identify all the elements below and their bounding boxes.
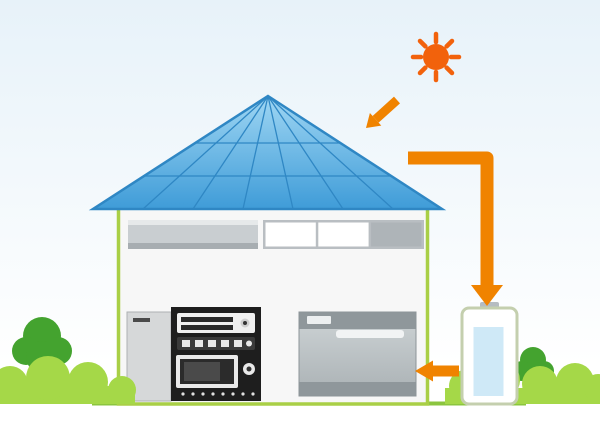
- oven-knob-center: [243, 321, 247, 325]
- oven-display-slot: [181, 317, 233, 322]
- arrow-roof-to-battery-icon: [408, 151, 503, 306]
- vent-shadow: [128, 243, 258, 249]
- roof-shape: [88, 94, 447, 211]
- arrow-head: [366, 113, 382, 128]
- bush-bump: [0, 366, 28, 402]
- dishwasher: [298, 311, 417, 397]
- dishwasher-base: [299, 382, 416, 396]
- oven-button: [221, 340, 229, 347]
- sun-body: [423, 44, 449, 70]
- bush-bump: [26, 356, 70, 400]
- arrow-head: [471, 285, 503, 306]
- oven-button: [208, 340, 216, 347]
- oven-button: [234, 340, 242, 347]
- arrow-head: [415, 360, 433, 382]
- sun-rays: [410, 31, 462, 83]
- microwave-window-inner: [184, 362, 220, 381]
- window-pane: [318, 222, 369, 247]
- oven-button-round: [246, 340, 252, 347]
- dishwasher-outline: [298, 311, 417, 397]
- dishwasher-handle-slot: [336, 330, 404, 338]
- oven-button: [195, 340, 203, 347]
- roof-grid: [142, 95, 394, 210]
- bush-bump: [108, 376, 136, 404]
- arrow-battery-to-house-icon: [415, 360, 459, 382]
- roof-solar-panel: [88, 94, 447, 211]
- oven-button: [182, 340, 190, 347]
- microwave-knob-center: [246, 366, 252, 372]
- window-pane-shaded: [371, 222, 422, 247]
- sun-icon: [410, 31, 462, 83]
- fridge-handle: [133, 318, 150, 322]
- house: [116, 205, 430, 406]
- window-pane: [265, 222, 316, 247]
- vent-unit: [128, 220, 258, 249]
- oven-unit: [171, 307, 261, 401]
- oven-bottom-dots: [181, 392, 255, 396]
- left-bush: [0, 356, 136, 404]
- arrow-shaft: [372, 96, 401, 123]
- dishwasher-control-chip: [307, 316, 331, 324]
- vent-highlight: [128, 220, 258, 225]
- storage-battery: [460, 302, 519, 406]
- oven-display-slot: [181, 325, 233, 330]
- arrow-shaft: [408, 151, 494, 287]
- bush-bump: [68, 362, 108, 402]
- energy-flow-arrows: [366, 96, 503, 382]
- battery-cell: [473, 327, 504, 396]
- upper-window: [263, 220, 424, 249]
- bush-bump: [584, 374, 600, 402]
- bush-bump: [522, 366, 558, 402]
- arrow-sun-to-roof-icon: [366, 96, 401, 128]
